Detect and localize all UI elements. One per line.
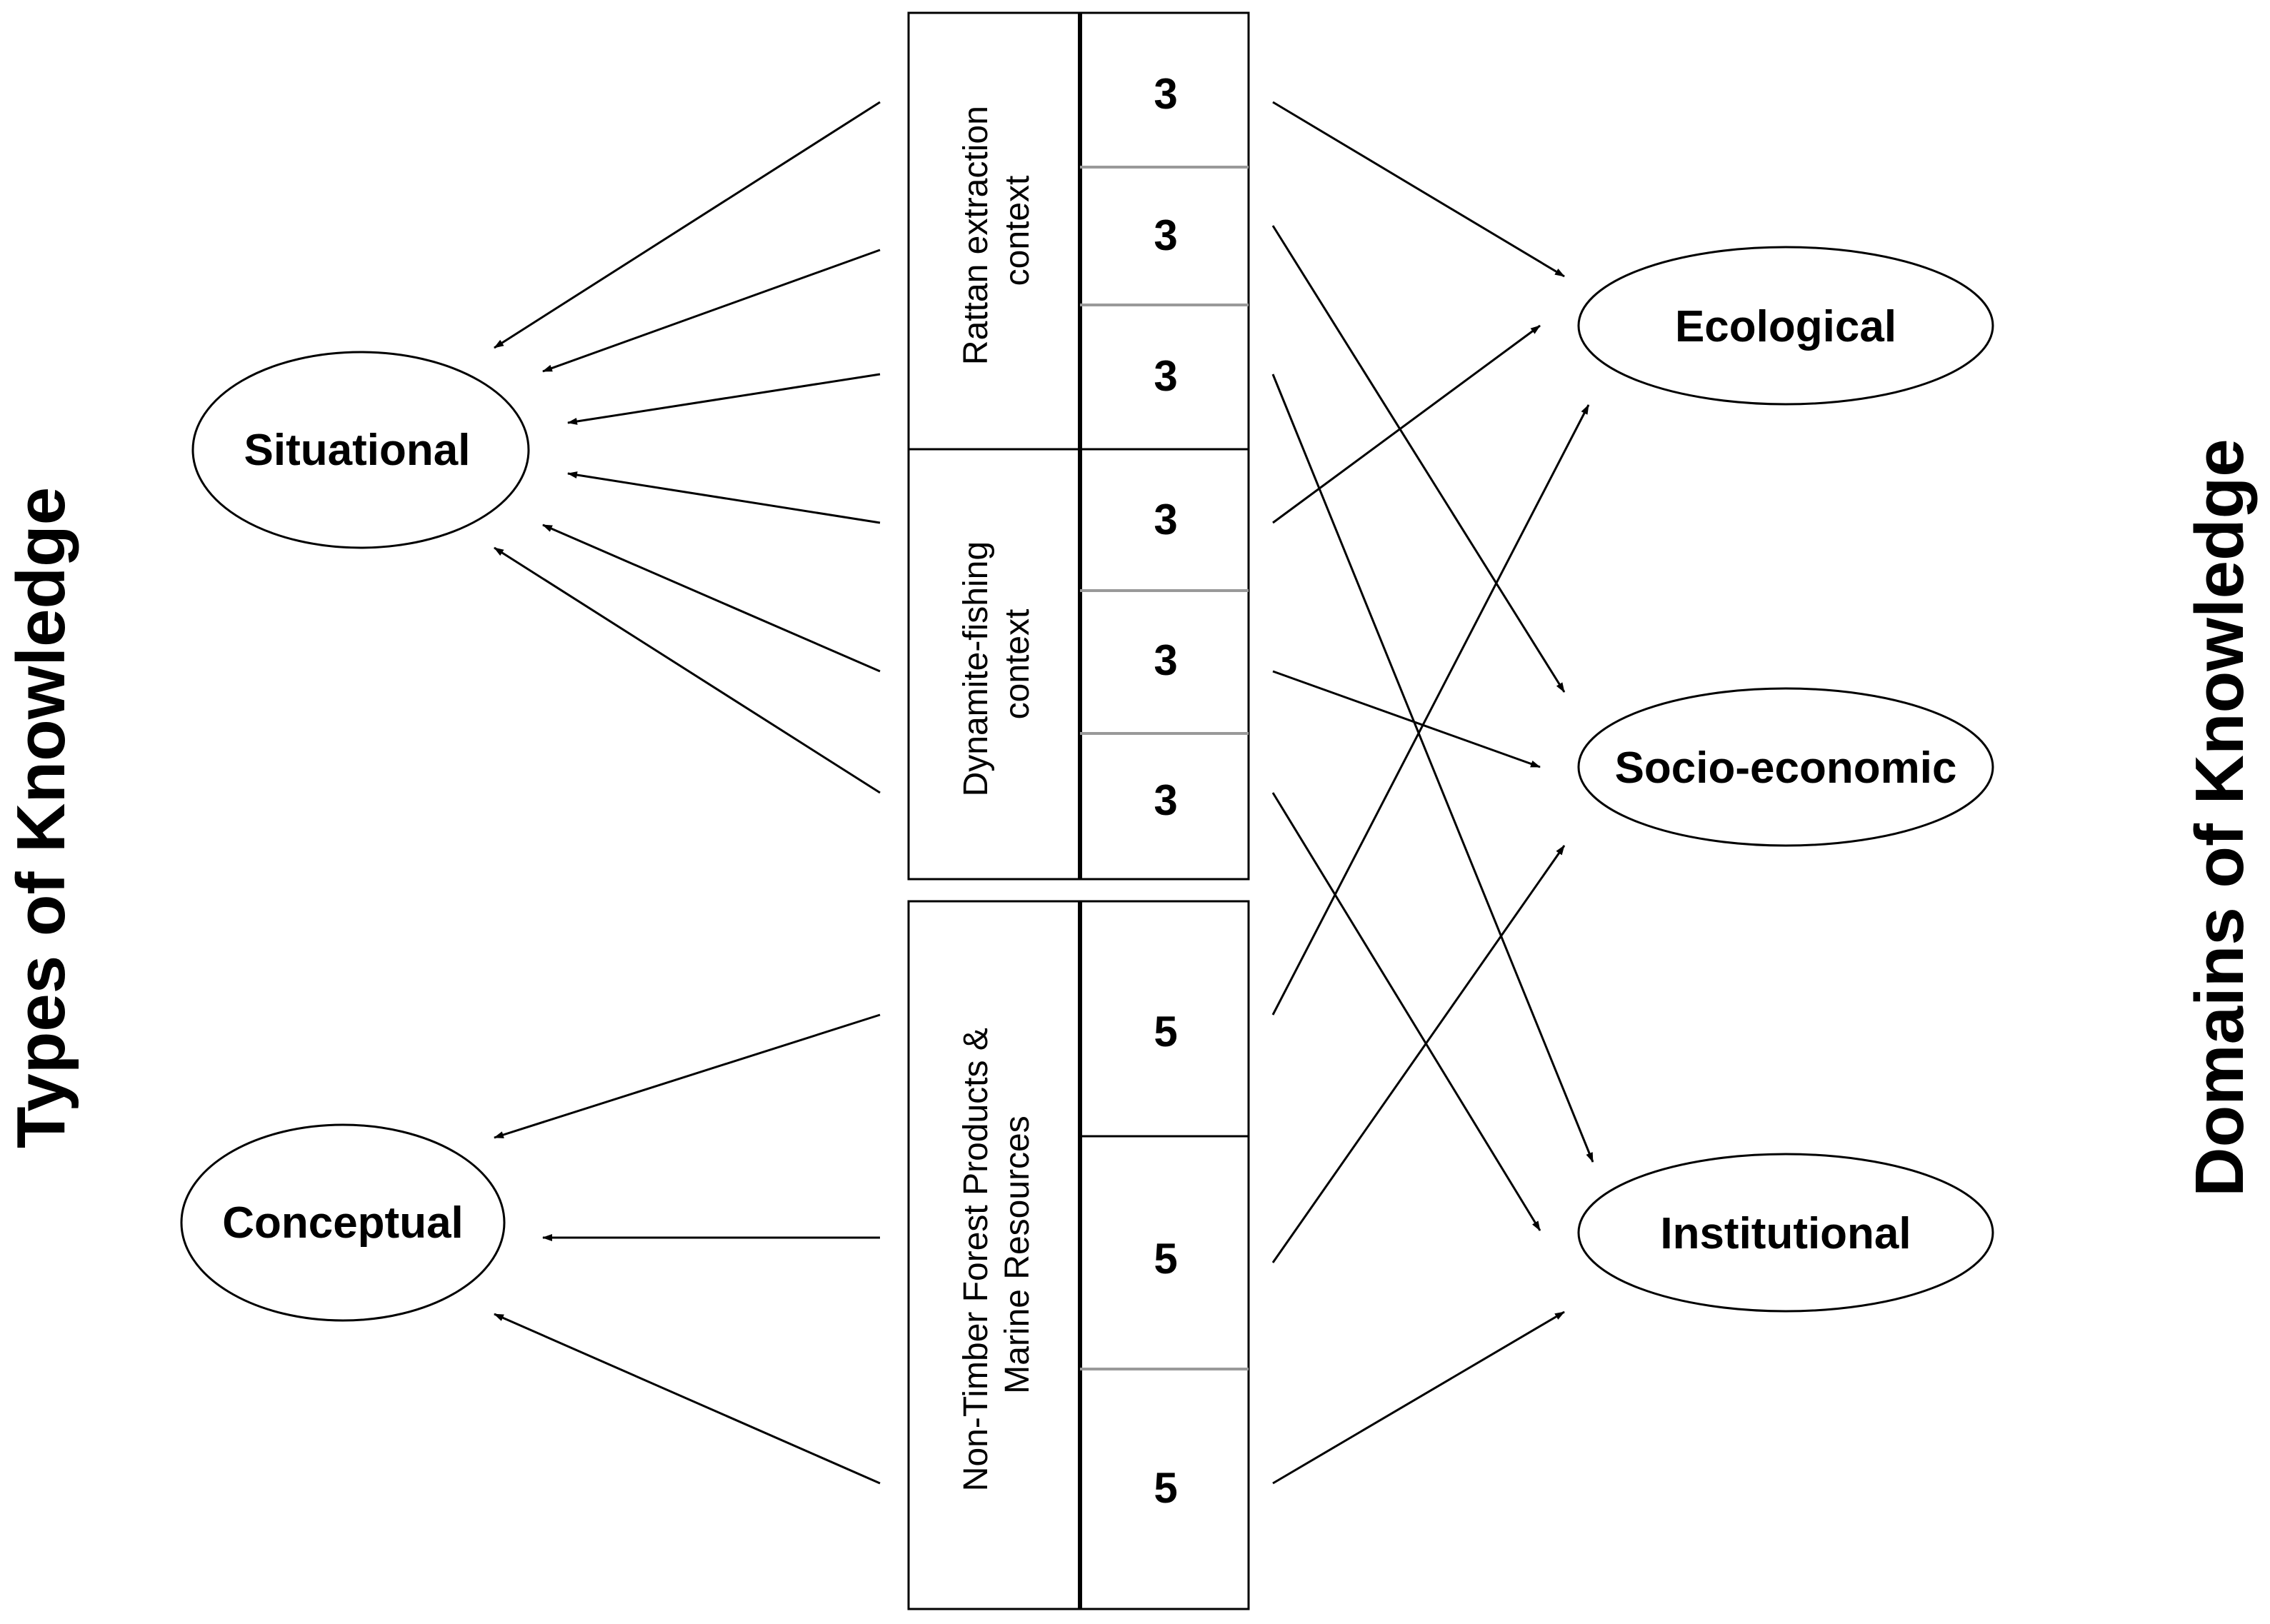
domain-edges (1271, 101, 1594, 1485)
situational-node: Situational (191, 351, 530, 549)
socio-economic-label: Socio-economic (1615, 743, 1957, 793)
edge-dynamite-2-socio-economic (1272, 670, 1541, 768)
edge-ntfp-3-institutional (1272, 1310, 1565, 1485)
socio-economic-node: Socio-economic (1577, 687, 1994, 847)
edge-rattan-1-ecological (1272, 101, 1565, 278)
ntfp-cell-1: 5 (1154, 1008, 1177, 1056)
edge-ntfp-1-conceptual (494, 1013, 881, 1139)
lower-context-box: Non-Timber Forest Products & Marine Reso… (907, 900, 1250, 1610)
upper-context-box: Rattan extraction context Dynamite-fishi… (907, 11, 1250, 881)
ntfp-cell-3: 5 (1154, 1464, 1177, 1512)
edge-dynamite-1-ecological (1272, 324, 1541, 524)
institutional-node: Institutional (1577, 1153, 1994, 1313)
dynamite-cell-3: 3 (1154, 776, 1177, 824)
edge-ntfp-2-socio-economic (1271, 845, 1566, 1263)
ntfp-context-label: Non-Timber Forest Products & Marine Reso… (957, 1018, 1036, 1491)
edge-rattan-3-situational (567, 373, 881, 425)
edge-dynamite-3-institutional (1271, 792, 1541, 1231)
rattan-cell-1: 3 (1154, 70, 1177, 118)
conceptual-label: Conceptual (222, 1198, 464, 1248)
dynamite-context-label: Dynamite-fishing context (957, 532, 1036, 797)
edge-rattan-2-socio-economic (1271, 225, 1566, 693)
edge-dynamite-3-situational (494, 546, 881, 794)
rattan-context-label: Rattan extraction context (957, 96, 1036, 365)
ntfp-cell-2: 5 (1154, 1235, 1177, 1283)
conceptual-node: Conceptual (180, 1123, 506, 1322)
edge-rattan-2-situational (542, 249, 881, 373)
edge-dynamite-2-situational (542, 523, 881, 673)
institutional-label: Institutional (1660, 1209, 1911, 1258)
edge-rattan-3-institutional (1271, 374, 1594, 1163)
edge-dynamite-1-situational (567, 471, 881, 524)
situational-label: Situational (244, 426, 471, 475)
domains-of-knowledge-title: Domains of Knowledge (2181, 438, 2258, 1196)
ecological-node: Ecological (1577, 246, 1994, 406)
dynamite-cell-1: 3 (1154, 496, 1177, 543)
ecological-label: Ecological (1675, 302, 1896, 351)
rattan-cell-3: 3 (1154, 352, 1177, 400)
edge-ntfp-1-ecological (1271, 404, 1590, 1016)
types-of-knowledge-title: Types of Knowledge (3, 487, 79, 1148)
type-edges (494, 101, 881, 1485)
edge-rattan-1-situational (494, 101, 881, 349)
edge-ntfp-3-conceptual (494, 1313, 881, 1485)
dynamite-cell-2: 3 (1154, 636, 1177, 684)
rattan-cell-2: 3 (1154, 211, 1177, 259)
